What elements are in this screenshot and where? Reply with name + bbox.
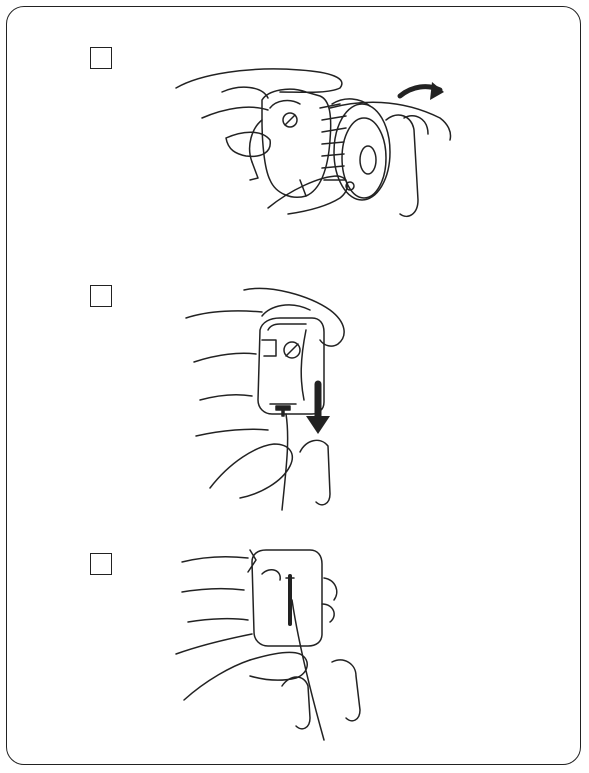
bobbin-thread-slot-illustration — [176, 550, 360, 740]
bobbin-insert-illustration — [176, 69, 451, 216]
bobbin-case-pull-thread-illustration — [186, 288, 344, 510]
